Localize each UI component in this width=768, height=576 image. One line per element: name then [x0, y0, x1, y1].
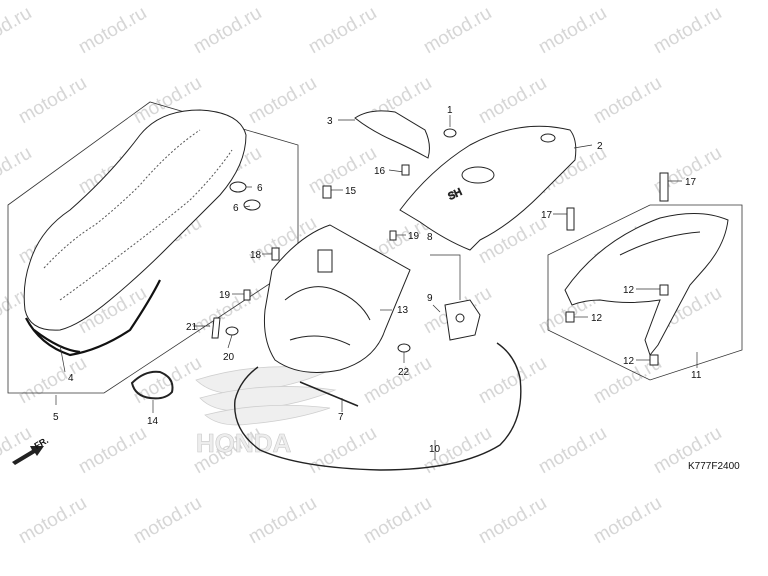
callout-3: 3 — [327, 116, 333, 127]
front-arrow — [12, 446, 44, 465]
callout-10: 10 — [429, 444, 441, 455]
brand-wordmark: HONDA — [196, 428, 292, 458]
luggage-box-part — [264, 224, 411, 373]
brand-logo: HONDA — [195, 366, 337, 458]
cable-part — [234, 342, 522, 471]
callout-12b: 12 — [591, 313, 603, 324]
callout-5: 5 — [53, 412, 59, 423]
callout-12c: 12 — [623, 356, 635, 367]
callout-20: 20 — [223, 352, 235, 363]
callout-16: 16 — [374, 166, 386, 177]
callout-6a: 6 — [257, 183, 263, 194]
callout-6b: 6 — [233, 203, 239, 214]
callout-19a: 19 — [219, 290, 231, 301]
cap-part — [443, 128, 457, 138]
callout-17a: 17 — [685, 177, 697, 188]
rack-group-frame — [547, 204, 743, 381]
callout-19b: 19 — [408, 231, 420, 242]
seal-ring-part — [130, 370, 174, 400]
diagram-code: K777F2400 — [688, 461, 740, 472]
seat-part — [23, 109, 247, 357]
callout-2: 2 — [597, 141, 603, 152]
callout-4: 4 — [68, 373, 74, 384]
rear-grip-part — [564, 212, 729, 357]
callout-15: 15 — [345, 186, 357, 197]
seat-lock-part — [444, 299, 481, 341]
callout-14: 14 — [147, 416, 159, 427]
callout-7: 7 — [338, 412, 344, 423]
callout-8: 8 — [427, 232, 433, 243]
callout-22: 22 — [398, 367, 410, 378]
callout-11: 11 — [691, 370, 702, 381]
fastener-parts — [211, 164, 669, 366]
callout-21: 21 — [186, 322, 198, 333]
callout-1: 1 — [447, 105, 453, 116]
callout-18: 18 — [250, 250, 262, 261]
callout-labels: 1 2 3 4 5 6 6 7 8 9 10 11 12 12 12 13 14… — [53, 105, 702, 455]
callout-13: 13 — [397, 305, 409, 316]
bolt-part — [299, 381, 359, 407]
callout-12a: 12 — [623, 285, 635, 296]
center-cover-part: SH — [399, 125, 577, 251]
callout-9: 9 — [427, 293, 433, 304]
cover-panel-part — [354, 110, 430, 159]
grommet-parts — [229, 181, 261, 211]
callout-17b: 17 — [541, 210, 553, 221]
